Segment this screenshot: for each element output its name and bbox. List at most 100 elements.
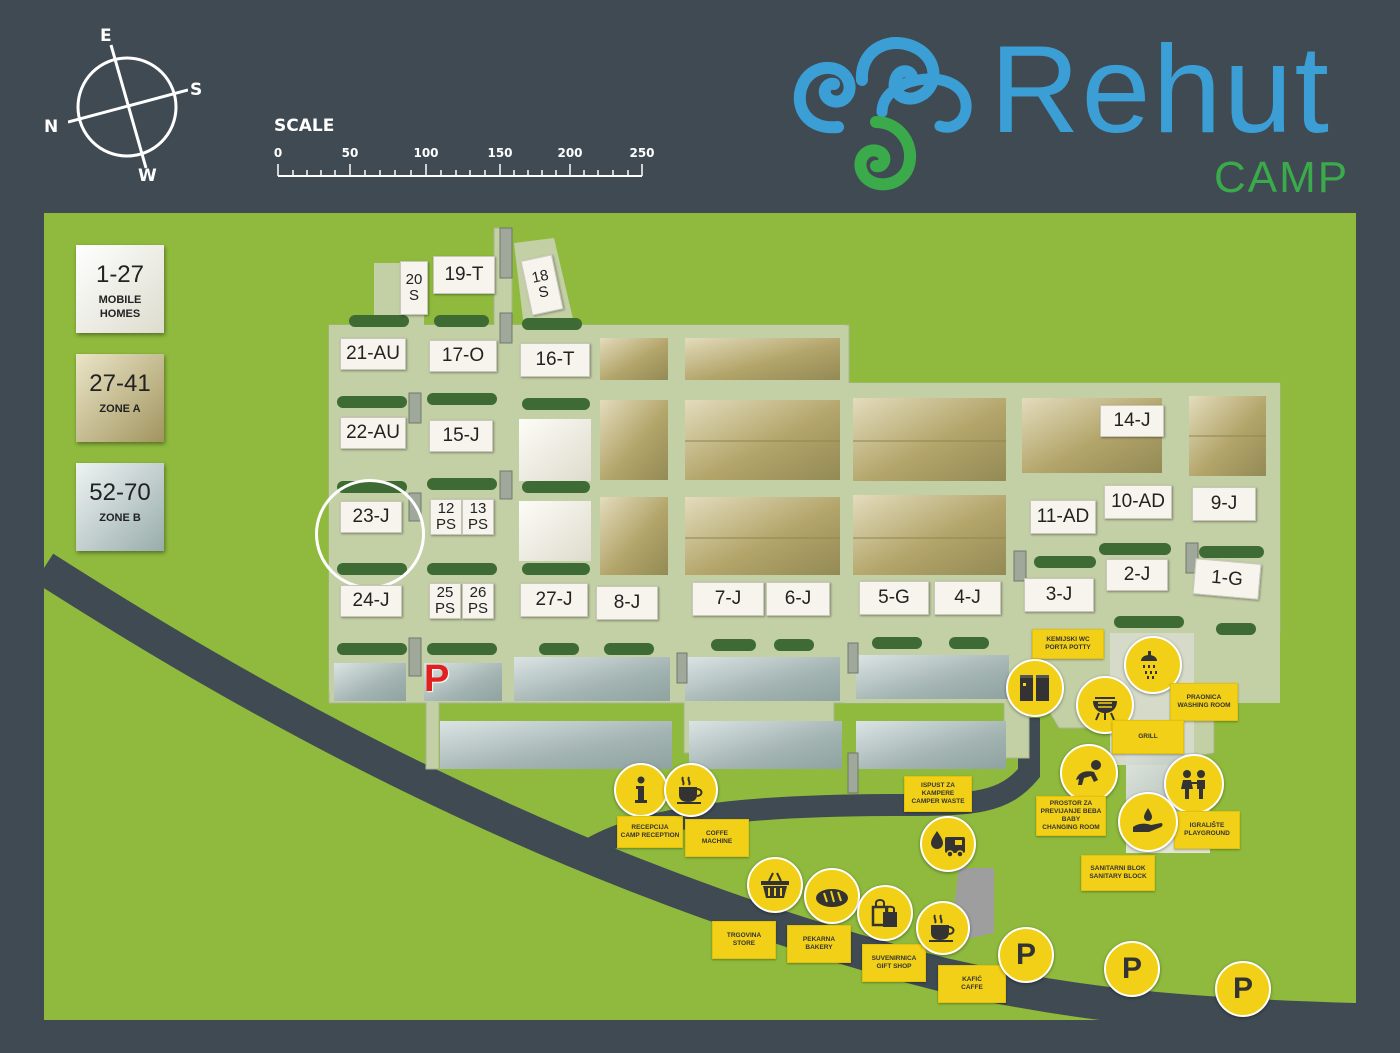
compass-icon	[67, 44, 189, 169]
pitch-22-au[interactable]: 22-AU	[340, 417, 406, 449]
sanitary-block-label-hr: SANITARNI BLOK	[1090, 865, 1146, 872]
washing-room-label: PRAONICA WASHING ROOM	[1170, 683, 1238, 721]
caffe-label-hr: KAFIĆ	[962, 976, 982, 983]
caffe-label: KAFIĆ CAFFE	[938, 965, 1006, 1003]
legend-caption: MOBILE	[98, 294, 142, 306]
pitch-16-t[interactable]: 16-T	[520, 343, 590, 377]
legend-zone-a: 27-41 ZONE A	[76, 354, 164, 442]
shower-icon	[1141, 651, 1157, 679]
store-label-hr: TRGOVINA	[726, 932, 762, 939]
compass-north-label: N	[44, 117, 59, 137]
pitch-27-j[interactable]: 27-J	[520, 583, 588, 617]
legend-range: 27-41	[89, 370, 151, 397]
selected-pitch-highlight	[315, 479, 425, 589]
washing-room-label-en: WASHING ROOM	[1177, 702, 1231, 709]
grill-label-text: GRILL	[1138, 733, 1158, 740]
sanitary-block-poi[interactable]	[1118, 792, 1178, 852]
parking-main-label[interactable]: P	[424, 658, 450, 700]
coffee-machine-label-2: MACHINE	[701, 838, 733, 845]
pitch-25-ps[interactable]: 25 PS	[429, 583, 461, 619]
gift-shop-poi[interactable]	[857, 885, 913, 941]
bakery-label: PEKARNA BAKERY	[787, 925, 851, 963]
pitch-2-j[interactable]: 2-J	[1106, 559, 1168, 591]
pitch-1-g[interactable]: 1-G	[1192, 558, 1262, 600]
legend-caption: HOMES	[99, 308, 141, 320]
coffee-machine-label-1: COFFE	[705, 830, 729, 837]
parking-lot-2[interactable]: P	[1104, 941, 1160, 997]
baby-room-label-1: PROSTOR ZA	[1049, 800, 1093, 807]
camper-waste-label-3: CAMPER WASTE	[911, 798, 965, 805]
gift-shop-label-hr: SUVENIRNICA	[871, 955, 917, 962]
store-poi[interactable]	[747, 857, 803, 913]
pitch-20-s[interactable]: 20 S	[400, 261, 428, 315]
info-icon	[635, 776, 647, 803]
scale-tick: 250	[629, 146, 655, 160]
caffe-poi[interactable]	[916, 901, 970, 955]
pitch-24-j[interactable]: 24-J	[340, 585, 402, 617]
camper-van-icon	[931, 831, 965, 858]
caffe-label-en: CAFFE	[961, 984, 983, 991]
pitch-19-t[interactable]: 19-T	[433, 256, 495, 294]
reception-label-en: CAMP RECEPTION	[620, 832, 680, 839]
porta-potty-label: KEMIJSKI WC PORTA POTTY	[1032, 629, 1104, 659]
hand-washing-icon	[1133, 808, 1163, 832]
reception-label: RECEPCIJA CAMP RECEPTION	[617, 816, 683, 848]
pitch-13-ps[interactable]: 13 PS	[462, 499, 494, 535]
grill-label: GRILL	[1112, 720, 1184, 754]
pitch-4-j[interactable]: 4-J	[934, 581, 1001, 615]
legend-range: 52-70	[89, 479, 151, 506]
compass-east-label: E	[100, 26, 112, 46]
sanitary-block-label-en: SANITARY BLOCK	[1089, 873, 1147, 880]
pitch-8-j[interactable]: 8-J	[596, 586, 658, 620]
playground-label-hr: IGRALIŠTE	[1189, 822, 1225, 829]
pitch-9-j[interactable]: 9-J	[1192, 487, 1256, 521]
compass-rose	[67, 40, 189, 170]
campsite-map: 1-27 MOBILE HOMES 27-41 ZONE A 52-70 ZON…	[44, 213, 1356, 1020]
scale-tick: 200	[557, 146, 583, 160]
washing-room-label-hr: PRAONICA	[1186, 694, 1222, 701]
pitch-11-ad[interactable]: 11-AD	[1030, 500, 1096, 534]
camper-waste-poi[interactable]	[920, 816, 976, 872]
porta-potty-poi[interactable]	[1006, 659, 1064, 717]
parking-lot-3[interactable]: P	[1215, 961, 1271, 1017]
reception-poi[interactable]	[614, 763, 668, 817]
camper-waste-label-2: KAMPERE	[921, 790, 955, 797]
shopping-bags-icon	[871, 899, 897, 927]
pitch-7-j[interactable]: 7-J	[692, 582, 764, 616]
bakery-label-en: BAKERY	[805, 944, 833, 951]
store-label: TRGOVINA STORE	[712, 921, 776, 959]
parking-lot-1[interactable]: P	[998, 927, 1054, 983]
playground-label-en: PLAYGROUND	[1184, 830, 1230, 837]
scale-bar	[277, 164, 643, 177]
coffee-machine-poi[interactable]	[664, 763, 718, 817]
bakery-label-hr: PEKARNA	[802, 936, 836, 943]
legend-caption: ZONE A	[99, 403, 141, 415]
pitch-26-ps[interactable]: 26 PS	[462, 583, 494, 619]
sanitary-block-label: SANITARNI BLOK SANITARY BLOCK	[1081, 855, 1155, 891]
playground-label: IGRALIŠTE PLAYGROUND	[1174, 811, 1240, 849]
baby-room-label-4: CHANGING ROOM	[1042, 824, 1100, 831]
store-label-en: STORE	[732, 940, 756, 947]
pitch-14-j[interactable]: 14-J	[1100, 405, 1164, 437]
scale-title: SCALE	[274, 116, 335, 136]
grill-icon	[1093, 697, 1117, 721]
pitch-10-ad[interactable]: 10-AD	[1104, 485, 1172, 519]
bakery-poi[interactable]	[804, 868, 860, 924]
baby-room-label: PROSTOR ZA PREVIJANJE BEBA BABY CHANGING…	[1036, 796, 1106, 836]
pitch-6-j[interactable]: 6-J	[766, 582, 830, 616]
legend-zone-b: 52-70 ZONE B	[76, 463, 164, 551]
porta-potty-label-hr: KEMIJSKI WC	[1046, 636, 1090, 643]
reception-label-hr: RECEPCIJA	[631, 824, 669, 831]
logo-subtitle: CAMP	[1214, 153, 1350, 202]
baby-room-poi[interactable]	[1060, 744, 1118, 802]
pitch-3-j[interactable]: 3-J	[1024, 578, 1094, 612]
gift-shop-label-en: GIFT SHOP	[876, 963, 912, 970]
pitch-21-au[interactable]: 21-AU	[340, 338, 406, 370]
pitch-17-o[interactable]: 17-O	[429, 340, 497, 372]
pitch-15-j[interactable]: 15-J	[429, 420, 493, 452]
coffee-machine-label: COFFE MACHINE	[685, 819, 749, 857]
scale-tick: 150	[487, 146, 513, 160]
pitch-12-ps[interactable]: 12 PS	[430, 499, 462, 535]
pitch-5-g[interactable]: 5-G	[859, 581, 929, 615]
scale-tick: 50	[341, 146, 359, 160]
